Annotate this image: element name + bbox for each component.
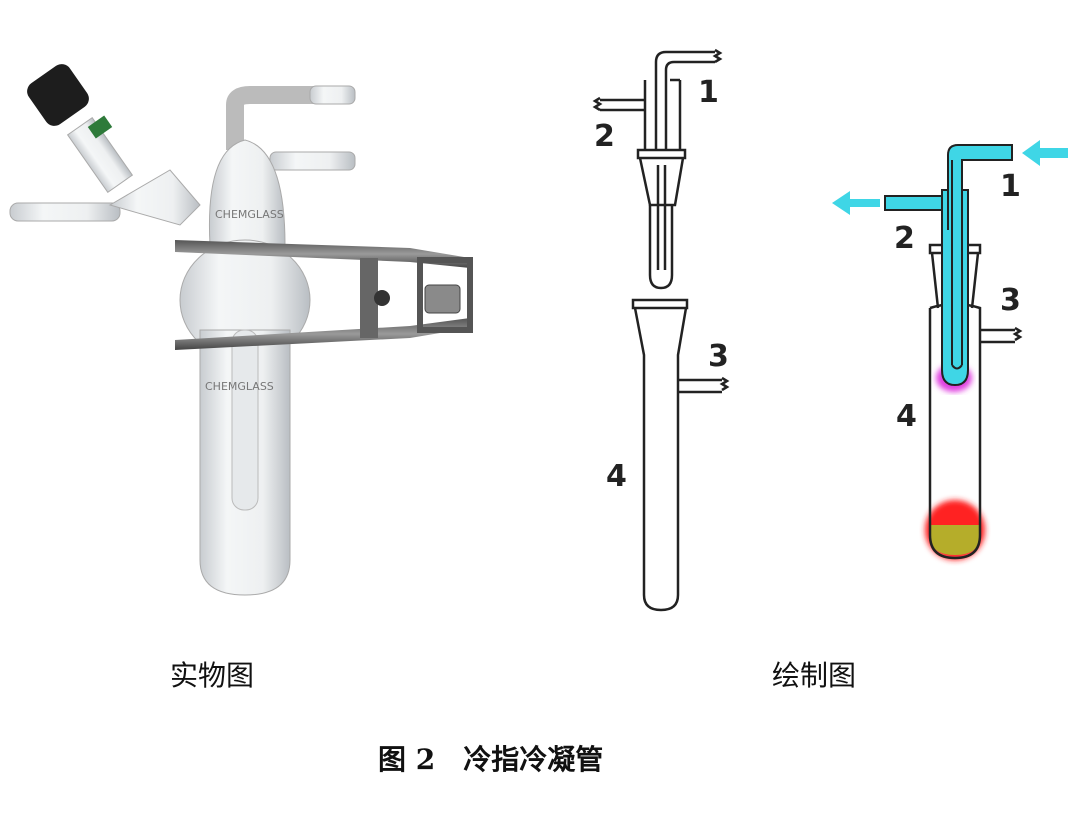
label-4: 4 (896, 399, 917, 434)
cold-finger-photo: CHEMGLASS CHEMGLASS (9, 64, 473, 596)
caption-drawing: 绘制图 (772, 659, 857, 692)
schematic-labels: 1 2 3 4 (594, 75, 729, 494)
label-4: 4 (606, 459, 627, 494)
figure-caption: 图 2 冷指冷凝管 (378, 743, 604, 776)
caption-photo: 实物图 (170, 659, 255, 692)
label-1: 1 (1000, 169, 1021, 204)
sample (930, 525, 980, 555)
inflow-arrow-icon (1022, 140, 1068, 166)
schematic-drawing (592, 48, 730, 612)
label-2: 2 (894, 221, 915, 256)
label-1: 1 (698, 75, 719, 110)
label-3: 3 (708, 339, 729, 374)
label-2: 2 (594, 119, 615, 154)
clamp (175, 240, 473, 350)
label-3: 3 (1000, 283, 1021, 318)
outflow-arrow-icon (832, 191, 880, 215)
brand-label-top: CHEMGLASS (215, 208, 284, 221)
brand-label-bottom: CHEMGLASS (205, 380, 274, 393)
colored-schematic: 1 2 3 4 (832, 140, 1068, 560)
